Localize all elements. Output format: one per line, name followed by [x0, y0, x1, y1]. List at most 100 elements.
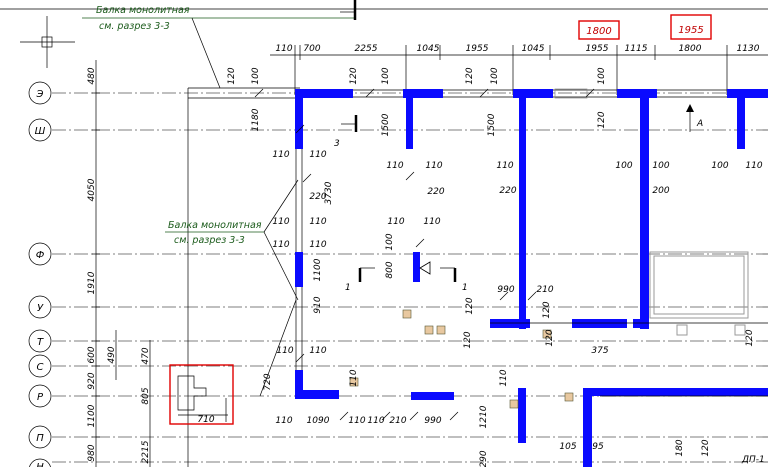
svg-text:120: 120 [465, 297, 475, 314]
crosshair-icon [20, 16, 75, 68]
svg-text:100: 100 [652, 161, 669, 171]
walls [295, 89, 768, 467]
svg-text:110: 110 [272, 240, 289, 250]
axis-markers: Э Ш Ф У Т С Р П Н [28, 81, 52, 467]
dp-label: ДП-1 [741, 455, 765, 465]
svg-text:1100: 1100 [313, 258, 323, 281]
top-note-pointer [191, 17, 221, 89]
svg-text:120: 120 [227, 67, 237, 84]
top-dim-1955a: 1955 [466, 44, 489, 54]
svg-text:110: 110 [425, 161, 442, 171]
top-dim-1045a: 1045 [417, 44, 440, 54]
svg-text:120: 120 [465, 67, 475, 84]
section-1-left-label: 1 [345, 283, 351, 293]
section-mark-3 [341, 115, 358, 132]
svg-text:220: 220 [309, 192, 326, 202]
mid-note-line2: см. разрез 3-3 [174, 235, 245, 246]
detail-in-red-box [177, 375, 228, 422]
svg-text:290: 290 [479, 450, 489, 467]
svg-text:1090: 1090 [307, 416, 330, 426]
svg-text:100: 100 [597, 67, 607, 84]
top-dim-2255: 2255 [355, 44, 378, 54]
svg-text:110: 110 [276, 346, 293, 356]
top-dimension-chain [270, 45, 768, 95]
top-beam-outline [187, 87, 768, 467]
svg-text:220: 220 [499, 186, 516, 196]
top-dim-1800: 1800 [679, 44, 702, 54]
svg-text:120: 120 [745, 329, 755, 346]
svg-text:990: 990 [497, 285, 514, 295]
top-note-line1: Балка монолитная [96, 5, 190, 16]
svg-text:100: 100 [490, 67, 500, 84]
svg-text:100: 100 [381, 67, 391, 84]
section-3-label: 3 [334, 139, 340, 149]
svg-text:100: 100 [615, 161, 632, 171]
red-label-1800: 1800 [586, 26, 611, 37]
axis-label-sh: Ш [35, 126, 46, 137]
svg-text:1500: 1500 [381, 113, 391, 136]
svg-text:210: 210 [536, 285, 553, 295]
dimension-ticks [254, 88, 595, 421]
top-dim-1955b: 1955 [586, 44, 609, 54]
top-dim-1130: 1130 [737, 44, 760, 54]
svg-text:120: 120 [463, 331, 473, 348]
dim-1910: 1910 [87, 271, 97, 294]
section-mark-1-left [358, 267, 375, 282]
small-columns [349, 309, 574, 409]
svg-text:210: 210 [389, 416, 406, 426]
svg-text:3730: 3730 [324, 181, 334, 204]
svg-text:220: 220 [427, 187, 444, 197]
svg-text:120: 120 [597, 111, 607, 128]
red-highlight-box-1 [578, 20, 620, 40]
svg-text:120: 120 [542, 301, 552, 318]
thin-wall-lines [295, 149, 768, 397]
dim-980: 980 [87, 444, 97, 461]
svg-text:720: 720 [263, 373, 273, 390]
svg-text:800: 800 [385, 261, 395, 278]
svg-text:110: 110 [423, 217, 440, 227]
svg-text:1180: 1180 [251, 108, 261, 131]
top-dim-700: 700 [303, 44, 320, 54]
grey-room [649, 251, 749, 336]
dim-805: 805 [141, 387, 151, 404]
svg-text:110: 110 [309, 217, 326, 227]
mid-note-line1: Балка монолитная [168, 220, 262, 231]
dim-710: 710 [197, 415, 214, 425]
red-highlight-box-3 [169, 364, 234, 425]
section-mark-a [686, 104, 694, 132]
svg-text:100: 100 [711, 161, 728, 171]
red-label-1955: 1955 [678, 25, 703, 36]
svg-text:110: 110 [386, 161, 403, 171]
svg-text:200: 200 [652, 186, 669, 196]
svg-text:110: 110 [272, 217, 289, 227]
svg-text:105: 105 [559, 442, 576, 452]
dim-600: 600 [87, 346, 97, 363]
svg-text:110: 110 [349, 369, 359, 386]
axis-label-r: Р [37, 392, 44, 403]
section-mark-1-right [419, 261, 457, 282]
top-dim-1115: 1115 [625, 44, 648, 54]
dim-2215: 2215 [141, 440, 151, 463]
svg-text:180: 180 [675, 439, 685, 456]
svg-text:100: 100 [251, 67, 261, 84]
top-dim-110: 110 [275, 44, 292, 54]
svg-text:375: 375 [591, 346, 608, 356]
top-note-line2: см. разрез 3-3 [99, 21, 170, 32]
svg-text:110: 110 [499, 369, 509, 386]
mid-note-pointer-2 [263, 231, 299, 301]
svg-text:910: 910 [313, 296, 323, 313]
dim-920: 920 [87, 372, 97, 389]
axis-label-p: П [36, 433, 44, 444]
mid-note-pointer-1 [263, 179, 299, 233]
svg-text:110: 110 [367, 416, 384, 426]
dim-1100: 1100 [87, 404, 97, 427]
axis-label-t: Т [37, 337, 44, 348]
axis-label-f: Ф [36, 250, 45, 261]
dim-480: 480 [87, 67, 97, 84]
svg-text:110: 110 [348, 416, 365, 426]
svg-text:120: 120 [349, 67, 359, 84]
section-mark-top [340, 0, 357, 20]
svg-text:110: 110 [309, 346, 326, 356]
svg-text:110: 110 [745, 161, 762, 171]
